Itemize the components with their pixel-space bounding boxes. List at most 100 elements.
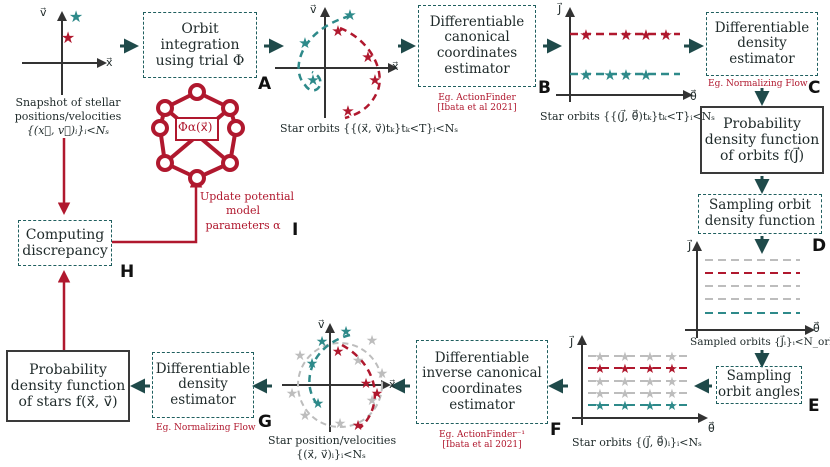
snapshot-math: {(x⃗, v⃗)ᵢ}ᵢ<Nₛ	[26, 123, 110, 137]
svg-text:★: ★	[619, 350, 631, 365]
svg-text:★: ★	[644, 362, 656, 377]
svg-text:★: ★	[286, 386, 299, 402]
axis-label-v-snap: v⃗	[40, 6, 47, 19]
diff-inverse-ref1: Eg. ActionFinder⁻¹	[439, 430, 525, 440]
axis-label-v-g: v⃗	[318, 318, 325, 331]
svg-text:★: ★	[639, 66, 652, 84]
axis-label-x-snap: x⃗	[106, 56, 113, 69]
sampling-angles-line2: orbit angles	[718, 384, 800, 400]
svg-text:★: ★	[306, 71, 319, 89]
diff-density-bottom-ref: Eg. Normalizing Flow	[156, 423, 256, 433]
diff-inverse-line3: coordinates	[441, 381, 523, 397]
update-caption: Update potential model parameters α	[200, 190, 295, 233]
feedback-arrows	[57, 138, 203, 350]
axis-label-x-a: x⃗	[392, 60, 399, 73]
svg-text:★: ★	[644, 399, 656, 414]
step-letter-b: B	[538, 78, 551, 98]
network-label: Φα(x⃗)	[178, 120, 213, 134]
sampling-orbit-line1: Sampling orbit	[709, 197, 811, 214]
svg-text:★: ★	[376, 366, 389, 382]
axis-label-theta-b: θ⃗	[690, 90, 697, 103]
svg-text:★: ★	[312, 396, 325, 412]
diff-inverse-ref: Eg. ActionFinder⁻¹ [Ibata et al 2021]	[418, 430, 546, 451]
svg-text:★: ★	[306, 356, 319, 372]
prob-orbits-line3: of orbits f(J⃗)	[719, 148, 805, 165]
snapshot-axes	[22, 11, 107, 95]
star-posvel-math: {(x⃗, v⃗)ᵢ}ᵢ<Nₛ	[296, 448, 366, 462]
flow-arrows-top	[120, 38, 770, 394]
svg-text:★: ★	[619, 375, 631, 390]
axis-label-theta-d: θ⃗	[813, 322, 820, 335]
star-posvel-line1: Star position/velocities	[268, 434, 397, 447]
svg-text:★: ★	[299, 408, 312, 424]
svg-text:★: ★	[666, 387, 678, 402]
diff-density-bottom-line3: estimator	[170, 391, 236, 408]
sampling-orbit-box: Sampling orbit density function	[698, 194, 822, 234]
orbit-integration-line1: Orbit	[181, 20, 219, 37]
update-line1: Update potential	[200, 190, 295, 203]
snapshot-caption: Snapshot of stellar positions/velocities…	[14, 96, 122, 137]
step-letter-f: F	[550, 420, 562, 440]
svg-text:★: ★	[594, 375, 606, 390]
svg-text:★: ★	[619, 362, 631, 377]
svg-text:★: ★	[594, 350, 606, 365]
sampled-orbits-caption: Sampled orbits {J⃗ᵢ}ᵢ<N_orbits	[690, 336, 830, 348]
svg-text:★: ★	[360, 376, 373, 392]
sampling-angles-box: Sampling orbit angles	[716, 366, 802, 404]
prob-stars-line2: density function	[10, 377, 126, 394]
diff-canonical-ref2: [Ibata et al 2021]	[437, 103, 517, 114]
prob-stars-line1: Probability	[29, 361, 107, 378]
diff-canonical-ref: Eg. ActionFinder [Ibata et al 2021]	[420, 93, 534, 114]
snapshot-star-red: ★	[61, 28, 75, 47]
discrepancy-box: Computing discrepancy	[18, 220, 112, 266]
prob-stars-line3: of stars f(x⃗, v⃗)	[18, 394, 118, 411]
diff-density-bottom-box: Differentiable density estimator	[152, 352, 254, 418]
step-letter-i: I	[292, 220, 299, 240]
svg-text:★: ★	[644, 375, 656, 390]
svg-text:★: ★	[666, 375, 678, 390]
svg-text:★: ★	[298, 34, 311, 52]
orbit-integration-box: Orbit integration using trial Φ	[143, 12, 257, 78]
svg-text:★: ★	[352, 353, 365, 369]
svg-text:★: ★	[644, 387, 656, 402]
svg-text:★: ★	[366, 333, 379, 349]
star-posvel-caption: Star position/velocities {(x⃗, v⃗)ᵢ}ᵢ<Nₛ	[268, 434, 397, 463]
prob-stars-box: Probability density function of stars f(…	[6, 350, 130, 422]
step-letter-c: C	[808, 78, 821, 98]
svg-text:★: ★	[594, 362, 606, 377]
svg-text:★: ★	[371, 386, 384, 402]
svg-text:★: ★	[332, 344, 345, 360]
svg-text:★: ★	[639, 26, 652, 44]
axis-label-x-g: x⃗	[389, 378, 396, 391]
diff-canonical-line2: canonical	[444, 29, 510, 46]
axis-label-j-b: J⃗	[558, 3, 562, 16]
prob-orbits-box: Probability density function of orbits f…	[700, 106, 824, 174]
diff-canonical-ref1: Eg. ActionFinder	[438, 93, 516, 103]
axis-label-j-f: J⃗	[570, 336, 574, 349]
step-letter-a: A	[258, 74, 272, 94]
svg-text:★: ★	[579, 66, 592, 84]
svg-text:★: ★	[619, 26, 632, 44]
svg-text:★: ★	[316, 334, 329, 350]
svg-text:★: ★	[366, 393, 379, 409]
sampled-orbits-plot	[685, 241, 815, 338]
diff-density-top-line3: estimator	[729, 50, 795, 67]
update-line2: model	[225, 204, 261, 218]
diff-inverse-ref2: [Ibata et al 2021]	[442, 440, 522, 451]
discrepancy-line2: discrepancy	[22, 243, 108, 259]
svg-text:★: ★	[666, 362, 678, 377]
snapshot-line2: positions/velocities	[14, 109, 122, 123]
orbit-plot-a: ★ ★ ★ ★ ★ ★ ★	[275, 6, 398, 120]
discrepancy-line1: Computing	[25, 226, 105, 243]
diff-canonical-line3: coordinates	[436, 45, 518, 61]
svg-text:★: ★	[334, 416, 347, 432]
svg-text:★: ★	[619, 66, 632, 84]
svg-text:★: ★	[343, 6, 356, 24]
axis-label-theta-f: θ⃗	[708, 422, 715, 435]
angle-plot-f: ★★★★ ★★★★ ★★★★ ★★★★ ★★★★	[572, 335, 708, 425]
svg-text:★: ★	[659, 26, 672, 44]
diff-density-top-box: Differentiable density estimator	[706, 12, 818, 76]
diff-canonical-line1: Differentiable	[429, 13, 525, 30]
prob-orbits-line1: Probability	[723, 115, 801, 132]
